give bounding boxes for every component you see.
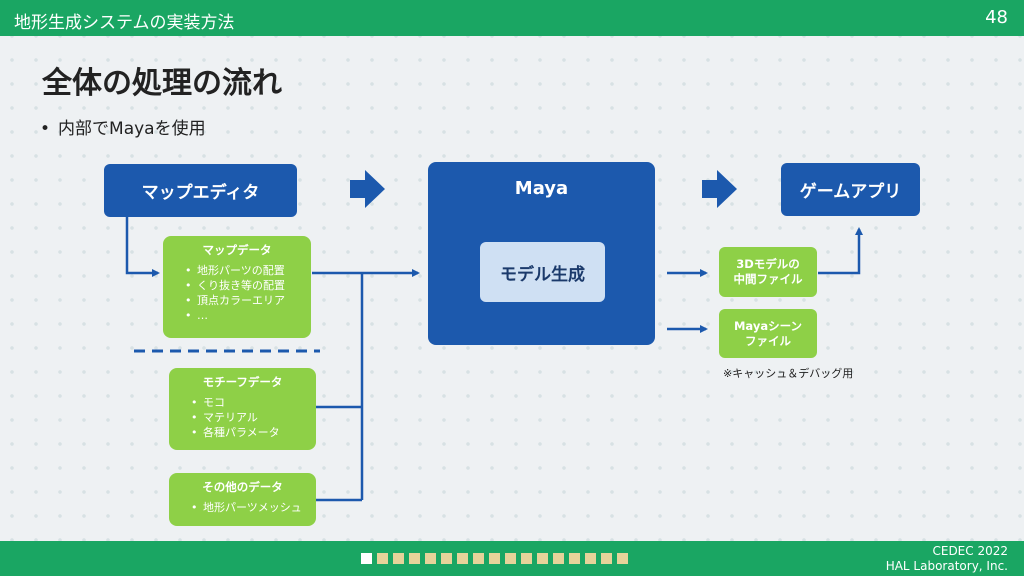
slide-title: 全体の処理の流れ (42, 66, 282, 101)
progress-cell (553, 553, 564, 564)
progress-cell (521, 553, 532, 564)
progress-cell (473, 553, 484, 564)
footer-credit: CEDEC 2022 HAL Laboratory, Inc. (886, 544, 1008, 574)
map-editor-label: マップエディタ (141, 183, 260, 203)
maya-to-game-big-arrow (702, 170, 737, 208)
map-data-list: 地形パーツの配置 くり抜き等の配置 頂点カラーエリア … (163, 263, 311, 323)
footer-bar: CEDEC 2022 HAL Laboratory, Inc. (0, 541, 1024, 576)
list-item: 頂点カラーエリア (185, 293, 311, 308)
list-item: … (185, 308, 311, 323)
progress-cell (457, 553, 468, 564)
model-generation-label: モデル生成 (500, 264, 585, 285)
motif-data-title: モチーフデータ (202, 375, 283, 389)
bullet-item: • 内部でMayaを使用 (40, 114, 206, 139)
progress-cell (441, 553, 452, 564)
game-app-label: ゲームアプリ (799, 182, 902, 202)
list-item: マテリアル (191, 410, 316, 425)
list-item: モコ (191, 395, 316, 410)
maya-box: Maya モデル生成 (428, 162, 655, 345)
header-bar: 地形生成システムの実装方法 48 (0, 0, 1024, 36)
progress-cell (377, 553, 388, 564)
editor-to-mapdata-connector (125, 217, 160, 277)
game-app-box: ゲームアプリ (781, 163, 920, 216)
intermediate-file-line1: 3Dモデルの (736, 257, 800, 271)
list-item: くり抜き等の配置 (185, 278, 311, 293)
other-data-box: その他のデータ 地形パーツメッシュ (169, 473, 316, 526)
maya-scene-file-line2: ファイル (745, 333, 791, 348)
intermediate-file-box: 3Dモデルの 中間ファイル (719, 247, 817, 297)
map-data-title: マップデータ (202, 243, 272, 257)
model-generation-box: モデル生成 (480, 242, 605, 302)
progress-cell (489, 553, 500, 564)
motif-data-box: モチーフデータ モコ マテリアル 各種パラメータ (169, 368, 316, 450)
intermediate-file-line2: 中間ファイル (733, 272, 803, 286)
page-number: 48 (985, 7, 1008, 28)
presentation-subject: 地形生成システムの実装方法 (14, 13, 235, 33)
maya-title: Maya (514, 178, 569, 199)
progress-cell (585, 553, 596, 564)
progress-cell-current (361, 553, 372, 564)
list-item: 各種パラメータ (191, 425, 316, 440)
intermediate-to-game-arrow (818, 227, 863, 275)
editor-to-maya-big-arrow (350, 170, 385, 208)
maya-scene-file-line1: Mayaシーン (733, 318, 803, 333)
bullet-text: 内部でMayaを使用 (58, 119, 206, 139)
maya-scene-file-box: Mayaシーン ファイル (719, 309, 817, 358)
other-data-list: 地形パーツメッシュ (169, 500, 316, 515)
progress-cell (601, 553, 612, 564)
map-editor-box: マップエディタ (104, 164, 297, 217)
slide-progress-indicator (361, 553, 628, 564)
progress-cell (505, 553, 516, 564)
list-item: 地形パーツメッシュ (191, 500, 316, 515)
progress-cell (393, 553, 404, 564)
list-item: 地形パーツの配置 (185, 263, 311, 278)
progress-cell (569, 553, 580, 564)
motif-data-list: モコ マテリアル 各種パラメータ (169, 395, 316, 440)
progress-cell (425, 553, 436, 564)
progress-cell (617, 553, 628, 564)
other-data-title: その他のデータ (202, 480, 283, 494)
progress-cell (537, 553, 548, 564)
event-name: CEDEC 2022 (932, 544, 1008, 558)
company-name: HAL Laboratory, Inc. (885, 559, 1008, 573)
map-data-box: マップデータ 地形パーツの配置 くり抜き等の配置 頂点カラーエリア … (163, 236, 311, 338)
bullet-dot-icon: • (40, 119, 51, 139)
progress-cell (409, 553, 420, 564)
cache-note: ※キャッシュ＆デバッグ用 (723, 367, 854, 380)
